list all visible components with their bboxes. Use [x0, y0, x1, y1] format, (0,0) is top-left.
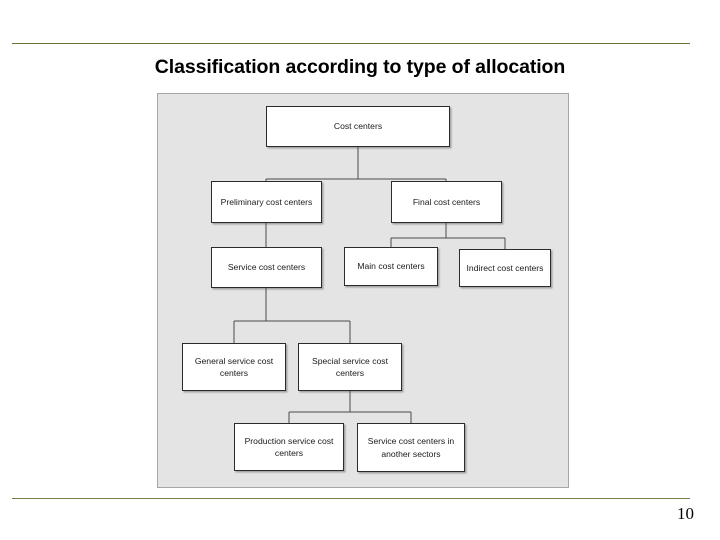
node-label: Production service cost centers [244, 435, 334, 458]
node-cost-centers[interactable]: Cost centers [266, 106, 450, 147]
node-label: Service cost centers [227, 262, 306, 273]
connector-lines [233, 147, 506, 424]
node-label: Service cost centers in another sectors [367, 436, 455, 459]
page-title: Classification according to type of allo… [154, 56, 566, 78]
node-label: Preliminary cost centers [220, 196, 313, 207]
node-general-service-cost-centers[interactable]: General service cost centers [182, 343, 286, 391]
node-label: Indirect cost centers [466, 262, 544, 273]
diagram-panel: Cost centers Preliminary cost centers Fi… [157, 93, 569, 488]
node-service-cost-centers-another-sectors[interactable]: Service cost centers in another sectors [357, 423, 465, 472]
header-divider [12, 43, 690, 44]
node-special-service-cost-centers[interactable]: Special service cost centers [298, 343, 402, 391]
node-label: General service cost centers [194, 355, 274, 378]
footer-divider [12, 498, 690, 499]
node-label: Final cost centers [412, 196, 481, 207]
node-final-cost-centers[interactable]: Final cost centers [391, 181, 502, 223]
node-indirect-cost-centers[interactable]: Indirect cost centers [459, 249, 551, 287]
node-service-cost-centers[interactable]: Service cost centers [211, 247, 322, 288]
node-label: Special service cost centers [312, 355, 388, 378]
node-production-service-cost-centers[interactable]: Production service cost centers [234, 423, 344, 471]
node-main-cost-centers[interactable]: Main cost centers [344, 247, 438, 286]
page-number: 10 [677, 504, 694, 523]
node-label: Cost centers [333, 121, 383, 132]
node-preliminary-cost-centers[interactable]: Preliminary cost centers [211, 181, 322, 223]
node-label: Main cost centers [357, 261, 425, 272]
